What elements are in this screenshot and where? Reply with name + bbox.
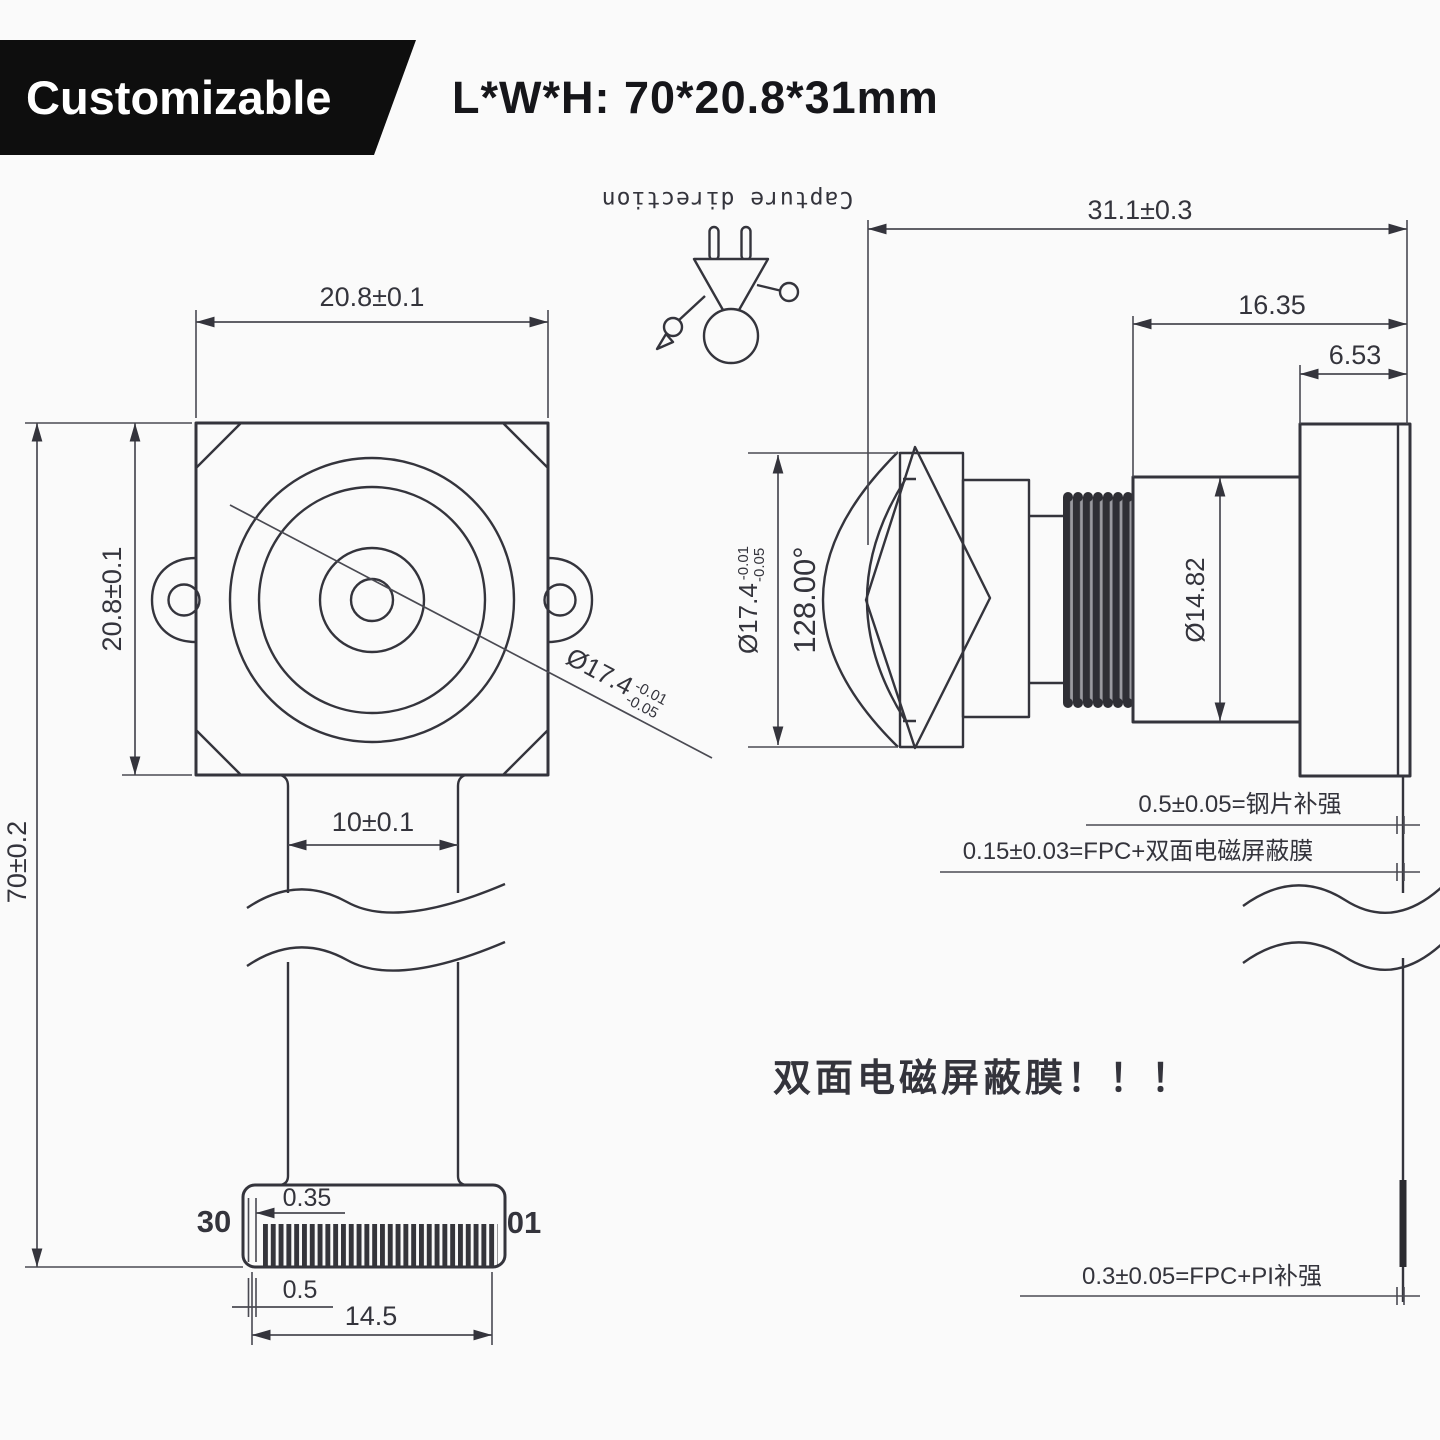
pin-offset-dim: 0.5 <box>283 1276 318 1304</box>
pcb-body <box>1298 422 1412 778</box>
left-dim-extensions <box>25 422 192 776</box>
fpc-right-edge <box>456 773 467 1187</box>
steel-annotation: 0.5±0.05=钢片补强 <box>1138 791 1341 818</box>
side-lens-diameter-label: Ø17.4 -0.01-0.05 <box>733 546 768 654</box>
pin-30-label: 30 <box>197 1204 231 1239</box>
pi-annotation-ticks <box>1396 1287 1405 1305</box>
front-height-dim: 20.8±0.1 <box>97 547 127 652</box>
shield-annotation: 0.15±0.03=FPC+双面电磁屏蔽膜 <box>963 838 1314 865</box>
lens-cell <box>898 451 965 749</box>
pin-01-label: 01 <box>507 1205 541 1240</box>
side-lens-dia-tol-low: -0.05 <box>751 548 768 582</box>
banner-badge-label: Customizable <box>26 71 332 124</box>
person-figure-icon <box>655 225 800 365</box>
right-mounting-hole <box>543 583 577 617</box>
side-total-dim: 31.1±0.3 <box>1088 195 1193 225</box>
barrel-dia-label: Ø14.82 <box>1180 557 1210 642</box>
right-mounting-ear <box>547 556 594 644</box>
fpc-left-edge <box>279 773 290 1187</box>
lens-cone-profile <box>864 445 992 750</box>
thread-section <box>1063 492 1133 708</box>
pitch-dim-ticks <box>247 1198 257 1262</box>
top-dim-extensions <box>195 310 549 418</box>
side-front-dim: 6.53 <box>1329 340 1382 370</box>
fpc-ribbon-front: 10±0.1 <box>246 773 506 1187</box>
break-line-1 <box>246 882 506 914</box>
fpc-connector: 30 01 0.35 0.5 14.5 <box>197 1183 541 1345</box>
shield-annotation-ticks <box>1396 863 1405 881</box>
side-total-extensions <box>867 220 1408 545</box>
barrel-neck <box>1029 514 1063 685</box>
break-line-2 <box>246 940 506 972</box>
chamfer-bottom-left <box>195 729 242 776</box>
svg-text:Ø17.4-0.01-0.05: Ø17.4-0.01-0.05 <box>559 641 671 723</box>
front-view: Ø17.4-0.01-0.05 20.8±0.1 20.8±0.1 70±0.2 <box>2 282 713 1268</box>
lens-ring-3 <box>318 546 426 654</box>
lens-holder <box>1131 475 1302 724</box>
svg-text:Ø17.4-0.01-0.05: Ø17.4 -0.01-0.05 <box>733 546 768 654</box>
lens-outer-surface <box>821 451 899 748</box>
steel-annotation-ticks <box>1396 816 1405 834</box>
connector-width-dim: 14.5 <box>345 1301 398 1331</box>
lens-diameter-leader <box>229 504 713 759</box>
front-width-dim: 20.8±0.1 <box>320 282 425 312</box>
fpc-width-dim: 10±0.1 <box>332 807 414 837</box>
side-mid-dim: 16.35 <box>1238 290 1306 320</box>
chamfer-bottom-right <box>502 729 549 776</box>
chamfer-top-right <box>502 422 549 469</box>
lens-ring-outer <box>228 456 516 744</box>
barrel-step <box>961 478 1031 719</box>
left-mounting-ear <box>150 556 197 644</box>
capture-direction-label: Capture direction <box>601 186 853 212</box>
front-lens-dia-value: Ø17.4 <box>561 641 638 701</box>
side-break-line-2 <box>1242 941 1440 971</box>
pi-annotation: 0.3±0.05=FPC+PI补强 <box>1082 1263 1322 1290</box>
side-lens-dia-value: Ø17.4 <box>733 583 763 654</box>
side-lens-dia-tol-up: -0.01 <box>735 546 752 580</box>
connector-pins <box>263 1224 498 1267</box>
red-note: 双面电磁屏蔽膜！！！ <box>773 1058 1193 1100</box>
banner-shape <box>0 40 416 155</box>
banner-size-label: L*W*H: 70*20.8*31mm <box>452 72 939 123</box>
lens-aperture <box>349 577 395 623</box>
capture-direction: Capture direction <box>601 186 853 365</box>
side-lens-dia-extensions <box>748 452 898 748</box>
side-view: 31.1±0.3 16.35 6.53 Ø17.4 -0.01-0.05 128.… <box>733 195 1440 1302</box>
total-length-dim: 70±0.2 <box>2 821 32 903</box>
side-break-line-1 <box>1242 884 1440 914</box>
offset-dim-ticks <box>247 1278 257 1317</box>
chamfer-top-left <box>195 422 242 469</box>
header-banner: Customizable L*W*H: 70*20.8*31mm <box>0 40 939 155</box>
front-lens-diameter-label: Ø17.4-0.01-0.05 <box>559 641 671 723</box>
lens-edge-ticks <box>903 477 916 723</box>
module-body <box>194 421 550 777</box>
lens-ring-2 <box>257 485 487 715</box>
fov-label: 128.00° <box>787 546 822 653</box>
pin-pitch-dim: 0.35 <box>283 1184 332 1212</box>
annotations: 0.5±0.05=钢片补强 0.15±0.03=FPC+双面电磁屏蔽膜 双面电磁… <box>773 791 1420 1305</box>
left-mounting-hole <box>167 583 201 617</box>
